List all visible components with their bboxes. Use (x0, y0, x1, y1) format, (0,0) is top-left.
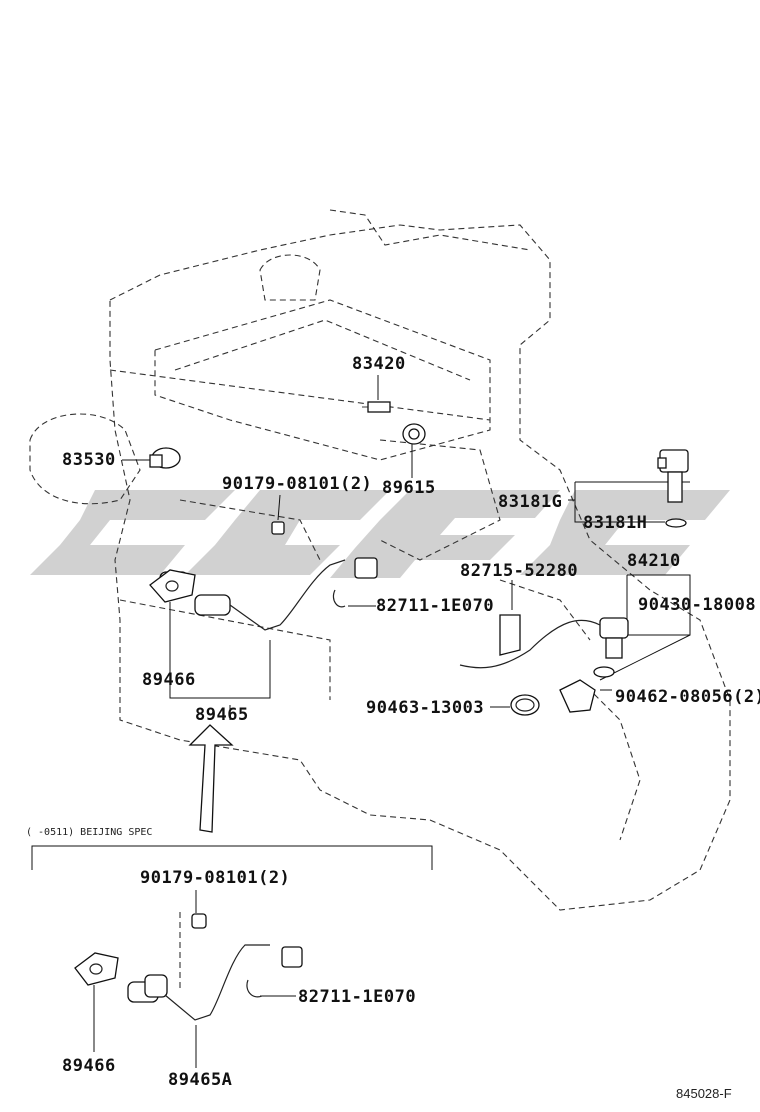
label-84210: 84210 (627, 551, 681, 571)
part-84210-switch (459, 614, 629, 678)
part-89466-gasket-bottom (74, 952, 119, 986)
label-83420: 83420 (352, 354, 406, 374)
part-89465A-sensor (127, 944, 303, 1021)
figure-code: 845028-F (676, 1086, 732, 1101)
label-90430: 90430-18008 (638, 595, 757, 615)
label-82711-bottom: 82711-1E070 (298, 987, 417, 1007)
watermark (30, 490, 730, 578)
part-90179-nut-bottom (191, 913, 207, 929)
label-89615: 89615 (382, 478, 436, 498)
label-89465: 89465 (195, 705, 249, 725)
label-82711-top: 82711-1E070 (376, 596, 495, 616)
label-90179-top: 90179-08101(2) (222, 474, 373, 494)
part-90179-nut-top (271, 521, 285, 535)
label-90463: 90463-13003 (366, 698, 485, 718)
label-90462: 90462-08056(2) (615, 687, 760, 707)
part-83181-sensor (657, 449, 689, 528)
arrow-indicator (188, 724, 234, 833)
spec-note: ( -0511) BEIJING SPEC (26, 827, 153, 838)
label-83181G: 83181G (498, 492, 563, 512)
part-89615-sensor (402, 423, 426, 445)
label-90179-bottom: 90179-08101(2) (140, 868, 291, 888)
label-83530: 83530 (62, 450, 116, 470)
label-89466-top: 89466 (142, 670, 196, 690)
part-89466-gasket-top (149, 569, 196, 603)
part-83420-sensor (362, 401, 391, 413)
label-89465A: 89465A (168, 1070, 233, 1090)
engine-outline (29, 209, 731, 911)
part-bracket (559, 679, 596, 713)
spec-frame (31, 845, 433, 1068)
label-89466-bottom: 89466 (62, 1056, 116, 1076)
label-82715: 82715-52280 (460, 561, 579, 581)
part-83530-switch (149, 447, 181, 469)
label-83181H: 83181H (583, 513, 648, 533)
part-90463-clamp (510, 694, 540, 716)
